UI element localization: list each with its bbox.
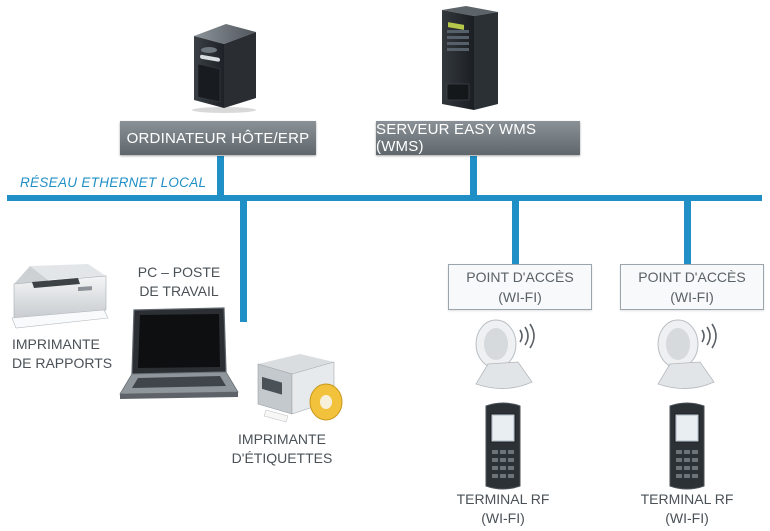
pc-line2: DE TRAVAIL — [139, 283, 219, 299]
rf-terminal-2-caption: TERMINAL RF (WI-FI) — [630, 490, 744, 528]
rf-terminal-2-line2: (WI-FI) — [665, 510, 709, 526]
pc-caption: PC – POSTE DE TRAVAIL — [132, 263, 226, 301]
ap2-line1: POINT D'ACCÈS — [638, 269, 746, 285]
report-printer-caption: IMPRIMANTE DE RAPPORTS — [12, 335, 113, 373]
label-printer-line1: IMPRIMANTE — [238, 431, 326, 447]
label-printer-caption: IMPRIMANTE D'ÉTIQUETTES — [226, 430, 338, 468]
rf-terminal-1-line1: TERMINAL RF — [456, 491, 550, 507]
ap1-label: POINT D'ACCÈS (WI-FI) — [448, 264, 592, 310]
laptop-icon — [119, 307, 239, 399]
wms-server-icon — [442, 6, 498, 110]
host-server-icon — [192, 24, 256, 113]
ap2-line2: (WI-FI) — [670, 289, 714, 305]
rf-terminal-1-icon — [485, 402, 521, 490]
pc-drop-line — [240, 198, 247, 322]
report-printer-icon — [11, 264, 109, 329]
ap1-line1: POINT D'ACCÈS — [466, 269, 574, 285]
ap1-line2: (WI-FI) — [498, 289, 542, 305]
wms-label: SERVEUR EASY WMS (WMS) — [376, 121, 580, 155]
ap1-antenna-icon — [475, 319, 535, 389]
rf-terminal-2-icon — [669, 402, 705, 490]
report-printer-line2: DE RAPPORTS — [12, 355, 113, 371]
ethernet-bus-line — [7, 195, 762, 201]
wms-drop-line — [470, 156, 477, 198]
rf-terminal-1-caption: TERMINAL RF (WI-FI) — [446, 490, 560, 528]
label-printer-icon — [257, 354, 343, 423]
ap1-drop-line — [512, 198, 519, 264]
ap2-antenna-icon — [657, 319, 717, 389]
ap2-label: POINT D'ACCÈS (WI-FI) — [620, 264, 764, 310]
host-drop-line — [217, 156, 224, 198]
host-label: ORDINATEUR HÔTE/ERP — [120, 121, 316, 155]
ap2-drop-line — [684, 198, 691, 264]
rf-terminal-2-line1: TERMINAL RF — [640, 491, 734, 507]
pc-line1: PC – POSTE — [137, 264, 221, 280]
rf-terminal-1-line2: (WI-FI) — [481, 510, 525, 526]
report-printer-line1: IMPRIMANTE — [12, 336, 100, 352]
label-printer-line2: D'ÉTIQUETTES — [231, 450, 333, 466]
network-label: RÉSEAU ETHERNET LOCAL — [20, 175, 207, 190]
